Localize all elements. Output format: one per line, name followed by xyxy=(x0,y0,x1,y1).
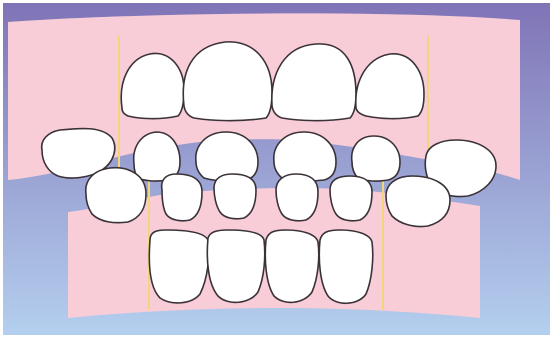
lower-tooth-1 xyxy=(149,230,208,303)
upper-back-tooth-5 xyxy=(352,136,400,181)
lower-middle-tooth-1 xyxy=(86,168,146,223)
lower-middle-tooth-3 xyxy=(214,174,256,219)
lower-middle-tooth-5 xyxy=(330,176,372,221)
lower-tooth-3 xyxy=(265,230,318,302)
lower-middle-tooth-6 xyxy=(386,176,450,227)
lower-middle-tooth-2 xyxy=(162,174,202,221)
lower-tooth-2 xyxy=(207,230,264,302)
lower-middle-tooth-4 xyxy=(276,174,318,221)
upper-back-tooth-4 xyxy=(274,132,336,181)
lower-tooth-4 xyxy=(319,230,372,303)
